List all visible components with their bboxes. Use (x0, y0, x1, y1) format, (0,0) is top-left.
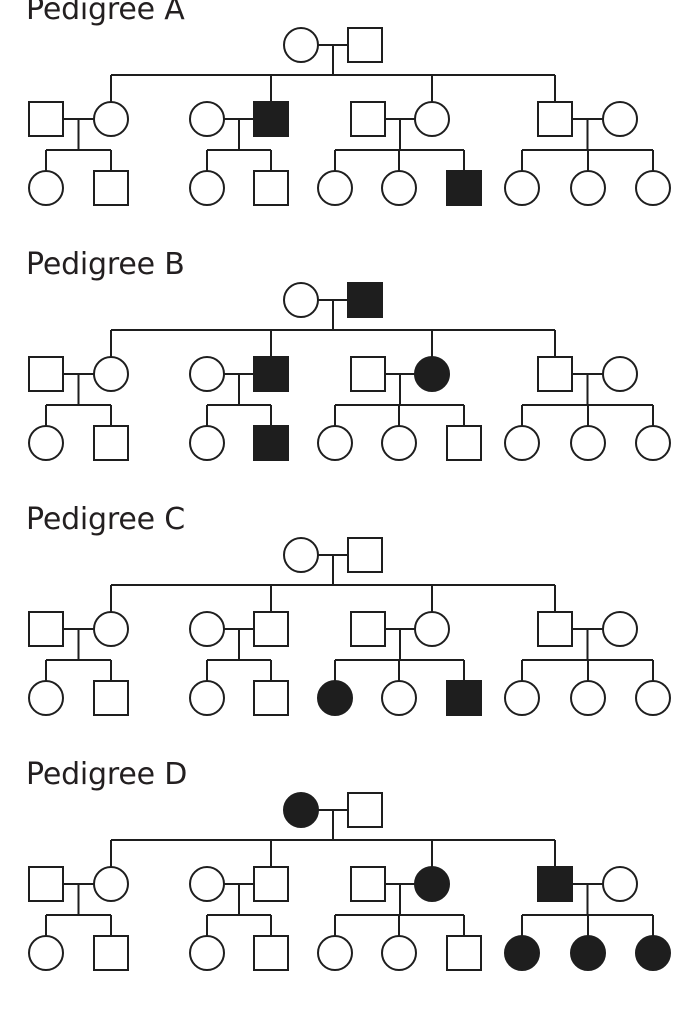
family-2-mother (189, 356, 225, 392)
founder-father (347, 537, 383, 573)
family-4-child-3 (635, 935, 671, 971)
pedigree-c-title: Pedigree C (26, 502, 185, 537)
family-3-child-2 (381, 170, 417, 206)
family-1-child-2 (93, 680, 129, 716)
family-2-child-1 (189, 170, 225, 206)
family-3-child-3 (446, 170, 482, 206)
family-1-father (28, 611, 64, 647)
family-4-mother (602, 101, 638, 137)
family-1-child-2 (93, 935, 129, 971)
family-2-father (253, 866, 289, 902)
family-1-father (28, 356, 64, 392)
family-3-father (350, 356, 386, 392)
family-2-mother (189, 611, 225, 647)
family-3-child-1 (317, 680, 353, 716)
family-4-child-1 (504, 935, 540, 971)
family-4-child-3 (635, 170, 671, 206)
family-2-child-1 (189, 425, 225, 461)
founder-mother (283, 537, 319, 573)
pedigree-d-panel: Pedigree D (0, 757, 680, 1015)
family-2-mother (189, 866, 225, 902)
family-3-father (350, 101, 386, 137)
family-2-child-2 (253, 425, 289, 461)
family-3-mother (414, 866, 450, 902)
family-1-child-2 (93, 170, 129, 206)
family-1-child-1 (28, 935, 64, 971)
family-1-mother (93, 356, 129, 392)
family-3-mother (414, 356, 450, 392)
family-4-child-1 (504, 170, 540, 206)
family-2-father (253, 356, 289, 392)
family-3-child-1 (317, 425, 353, 461)
family-1-mother (93, 866, 129, 902)
family-1-father (28, 101, 64, 137)
family-4-child-3 (635, 425, 671, 461)
family-2-child-2 (253, 170, 289, 206)
founder-mother (283, 27, 319, 63)
founder-father (347, 27, 383, 63)
pedigree-a-title: Pedigree A (26, 0, 185, 27)
family-3-child-1 (317, 935, 353, 971)
pedigree-b-title: Pedigree B (26, 247, 185, 282)
family-3-child-2 (381, 425, 417, 461)
family-4-child-3 (635, 680, 671, 716)
family-3-child-3 (446, 680, 482, 716)
family-3-child-2 (381, 935, 417, 971)
founder-mother (283, 792, 319, 828)
family-4-child-2 (570, 680, 606, 716)
pedigree-b-chart (28, 282, 671, 461)
family-4-father (537, 866, 573, 902)
family-4-child-2 (570, 935, 606, 971)
family-1-child-2 (93, 425, 129, 461)
family-4-child-2 (570, 170, 606, 206)
family-1-child-1 (28, 170, 64, 206)
pedigree-a-chart (28, 27, 671, 206)
founder-father (347, 282, 383, 318)
founder-father (347, 792, 383, 828)
family-2-father (253, 611, 289, 647)
family-2-mother (189, 101, 225, 137)
pedigree-d-chart (28, 792, 671, 971)
pedigree-c-panel: Pedigree C (0, 502, 680, 760)
pedigree-d-title: Pedigree D (26, 757, 188, 792)
family-3-mother (414, 611, 450, 647)
family-1-mother (93, 611, 129, 647)
family-3-child-2 (381, 680, 417, 716)
family-2-father (253, 101, 289, 137)
pedigree-b-panel: Pedigree B (0, 247, 680, 505)
family-4-father (537, 101, 573, 137)
family-1-child-1 (28, 425, 64, 461)
family-1-father (28, 866, 64, 902)
family-4-father (537, 611, 573, 647)
family-3-child-1 (317, 170, 353, 206)
family-4-child-2 (570, 425, 606, 461)
founder-mother (283, 282, 319, 318)
pedigree-c-chart (28, 537, 671, 716)
family-2-child-2 (253, 935, 289, 971)
family-4-mother (602, 356, 638, 392)
family-2-child-1 (189, 680, 225, 716)
family-3-mother (414, 101, 450, 137)
family-4-mother (602, 611, 638, 647)
family-4-mother (602, 866, 638, 902)
family-4-father (537, 356, 573, 392)
family-1-child-1 (28, 680, 64, 716)
family-2-child-2 (253, 680, 289, 716)
family-3-father (350, 866, 386, 902)
pedigree-a-panel: Pedigree A (0, 0, 680, 250)
family-4-child-1 (504, 680, 540, 716)
family-4-child-1 (504, 425, 540, 461)
family-3-child-3 (446, 935, 482, 971)
family-3-child-3 (446, 425, 482, 461)
family-1-mother (93, 101, 129, 137)
family-3-father (350, 611, 386, 647)
family-2-child-1 (189, 935, 225, 971)
